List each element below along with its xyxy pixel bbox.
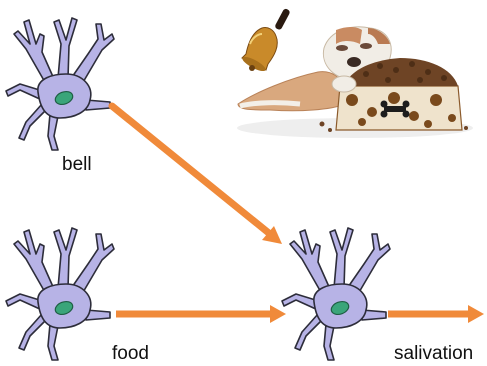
bell-neuron <box>6 18 114 150</box>
food-to-salivation-arrow <box>116 305 286 323</box>
bell-label: bell <box>62 154 92 176</box>
food-neuron <box>6 228 114 360</box>
hand-bell-icon <box>241 8 291 74</box>
salivation-label: salivation <box>394 343 473 365</box>
salivation-output-arrow <box>388 305 484 323</box>
food-label: food <box>112 343 149 365</box>
salivation-neuron <box>282 228 390 360</box>
